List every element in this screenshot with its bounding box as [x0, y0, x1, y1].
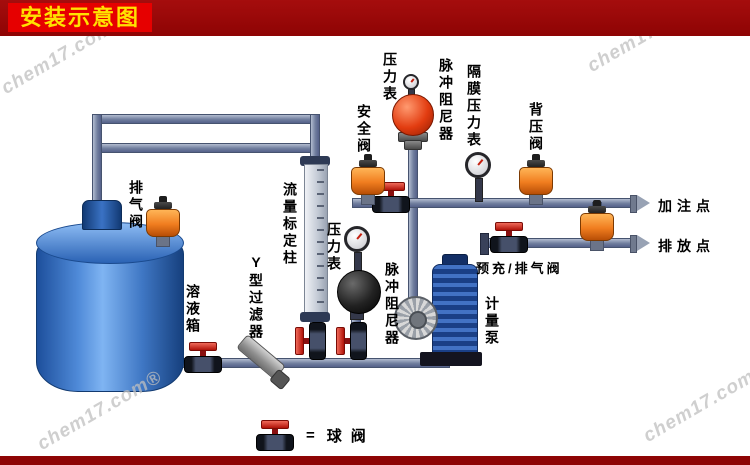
- legend: = 球阀: [256, 420, 375, 451]
- ball-valve-precharge-vent: [490, 222, 528, 253]
- exhaust-valve: [146, 196, 180, 247]
- pressure-gauge-discharge-icon: [403, 74, 419, 90]
- pulse-damper-discharge: [392, 94, 434, 136]
- valve-cap-icon: [532, 154, 540, 160]
- valve-body-icon: [146, 209, 180, 237]
- discharge-point-icon: [630, 235, 637, 253]
- pump-motor: [432, 264, 478, 362]
- diaphragm-pressure-gauge-label: 隔膜压力表: [466, 64, 482, 149]
- legend-equals: =: [306, 427, 315, 444]
- safety-valve: [351, 154, 385, 205]
- valve-cap-icon: [159, 196, 167, 202]
- diaphragm-pressure-gauge-icon: [465, 152, 491, 178]
- solution-tank-label: 溶液箱: [185, 284, 201, 335]
- watermark: chem17.com®: [639, 358, 750, 447]
- valve-handle-icon: [495, 222, 523, 231]
- ball-valve-column: [295, 322, 326, 360]
- pump-base: [420, 352, 482, 366]
- valve-handle-icon: [189, 342, 217, 351]
- valve-cap-icon: [364, 154, 372, 160]
- filling-point-icon: [630, 195, 637, 213]
- gauge-stem: [475, 178, 483, 202]
- top-banner: 安装示意图: [0, 0, 750, 36]
- filling-point-icon: [637, 195, 650, 211]
- valve-body-icon: [490, 236, 528, 253]
- valve-nut-icon: [588, 206, 606, 213]
- valve-stem-icon: [200, 351, 206, 356]
- back-pressure-valve: [519, 154, 553, 205]
- valve-body-icon: [519, 167, 553, 195]
- pipe-tank-return-upper: [92, 114, 320, 124]
- pressure-gauge-discharge-label: 压力表: [382, 52, 398, 103]
- valve-neck-icon: [590, 241, 604, 251]
- pressure-gauge-suction-label: 压力表: [326, 222, 342, 273]
- ball-valve-suction: [184, 342, 222, 373]
- pipe-discharge-riser: [408, 146, 418, 300]
- pipe-column-top: [310, 114, 320, 162]
- legend-ball-valve-label: 球阀: [326, 428, 375, 445]
- valve-body-icon: [309, 322, 326, 360]
- valve-handle-icon: [336, 327, 345, 355]
- calibration-column-bottom-cap: [300, 312, 330, 322]
- drain-line-end-cap: [480, 233, 489, 255]
- valve-neck-icon: [529, 195, 543, 205]
- valve-body-icon: [184, 356, 222, 373]
- valve-stem-icon: [506, 231, 512, 236]
- pulse-damper-suction: [337, 270, 381, 314]
- damper-flange: [404, 140, 422, 150]
- metering-pump-label: 计量泵: [484, 296, 500, 347]
- safety-valve-label: 安全阀: [356, 104, 372, 155]
- precharge-vent-valve-label: 预充/排气阀: [476, 261, 563, 276]
- pipe-tank-riser: [92, 114, 102, 210]
- solution-tank: [36, 240, 184, 392]
- valve-handle-icon: [295, 327, 304, 355]
- valve-body-icon: [351, 167, 385, 195]
- valve-neck-icon: [361, 195, 375, 205]
- drain-drop-valve: [580, 200, 614, 251]
- legend-ball-valve-icon: [256, 420, 294, 451]
- valve-body-icon: [350, 322, 367, 360]
- valve-stem-icon: [304, 338, 309, 344]
- valve-stem-icon: [272, 429, 278, 434]
- valve-neck-icon: [156, 237, 170, 247]
- valve-body-icon: [256, 434, 294, 451]
- flow-calibration-column: [304, 164, 328, 316]
- filling-point-label: 加注点: [658, 198, 715, 214]
- discharge-point-icon: [637, 235, 650, 251]
- ball-valve-damper-branch: [336, 322, 367, 360]
- page-title: 安装示意图: [8, 3, 153, 32]
- valve-cap-icon: [593, 200, 601, 206]
- pump-head: [394, 296, 438, 340]
- valve-body-icon: [580, 213, 614, 241]
- pulse-damper-suction-label: 脉冲阻尼器: [384, 262, 400, 347]
- valve-nut-icon: [359, 160, 377, 167]
- pipe-tank-return-lower: [92, 143, 320, 153]
- bottom-banner: [0, 456, 750, 465]
- valve-stem-icon: [345, 338, 350, 344]
- solution-tank-cap: [82, 200, 122, 230]
- valve-handle-icon: [261, 420, 289, 429]
- flow-calibration-column-label: 流量标定柱: [282, 182, 298, 267]
- valve-nut-icon: [154, 202, 172, 209]
- back-pressure-valve-label: 背压阀: [528, 102, 544, 153]
- discharge-point-label: 排放点: [658, 238, 715, 254]
- valve-nut-icon: [527, 160, 545, 167]
- pressure-gauge-suction-icon: [344, 226, 370, 252]
- calibration-column-top-cap: [300, 156, 330, 166]
- exhaust-valve-label: 排气阀: [128, 180, 144, 231]
- y-strainer-label: Y型过滤器: [248, 254, 264, 341]
- pulse-damper-discharge-label: 脉冲阻尼器: [438, 58, 454, 143]
- valve-stem-icon: [388, 191, 394, 196]
